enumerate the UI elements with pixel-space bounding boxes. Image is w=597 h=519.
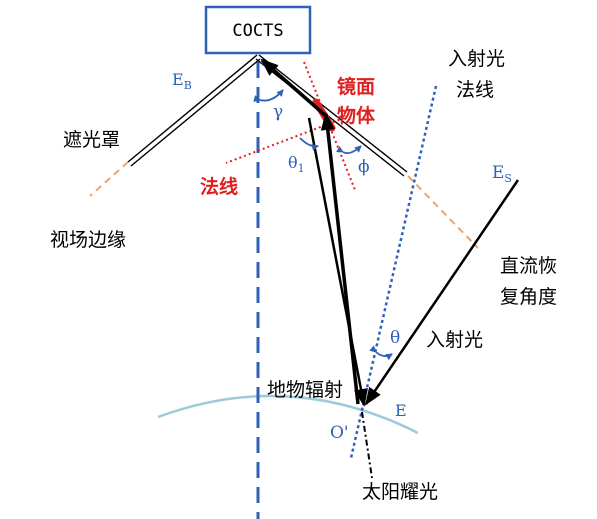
dc-recovery-label-line2: 复角度 xyxy=(500,286,557,308)
theta-angle-arc xyxy=(369,345,393,361)
mirror-label-line1: 镜面 xyxy=(337,75,375,98)
theta1-angle-arc xyxy=(299,137,319,151)
eb-label: EB xyxy=(172,70,192,92)
theta-label: θ xyxy=(390,328,400,348)
es-label: ES xyxy=(492,163,512,185)
incident-top-label: 入射光 xyxy=(448,48,505,70)
e-label: E xyxy=(395,401,407,420)
shade-label: 遮光罩 xyxy=(63,129,120,151)
sun-glint-label: 太阳耀光 xyxy=(362,481,438,503)
instrument-box xyxy=(204,5,312,55)
phi-label: ϕ xyxy=(358,157,370,177)
fov-edge-right xyxy=(407,175,479,249)
gamma-label: γ xyxy=(273,102,283,122)
gamma-angle-arc xyxy=(253,89,284,102)
incident-right-label: 入射光 xyxy=(426,329,483,351)
dc-recovery-label-line1: 直流恢 xyxy=(500,255,557,277)
o-prime-label: O' xyxy=(330,423,349,443)
theta1-label: θ1 xyxy=(288,153,305,175)
mirror-ray-to-instrument xyxy=(260,58,328,118)
normal-top-label: 法线 xyxy=(456,79,494,101)
phi-angle-arc xyxy=(336,145,362,155)
ground-radiation-label: 地物辐射 xyxy=(267,379,343,401)
fov-edge-label: 视场边缘 xyxy=(50,229,126,251)
mirror-label-line2: 物体 xyxy=(337,104,376,127)
earth-surface-arc xyxy=(157,394,419,435)
ground-radiation-ray xyxy=(307,117,368,407)
instrument-label: COCTS xyxy=(232,21,283,41)
reflected-ray-to-mirror xyxy=(320,112,360,405)
sun-glint-line xyxy=(361,411,373,479)
fov-edge-left xyxy=(89,161,129,197)
incident-light-ray xyxy=(364,179,520,406)
normal-red-label: 法线 xyxy=(200,175,238,198)
